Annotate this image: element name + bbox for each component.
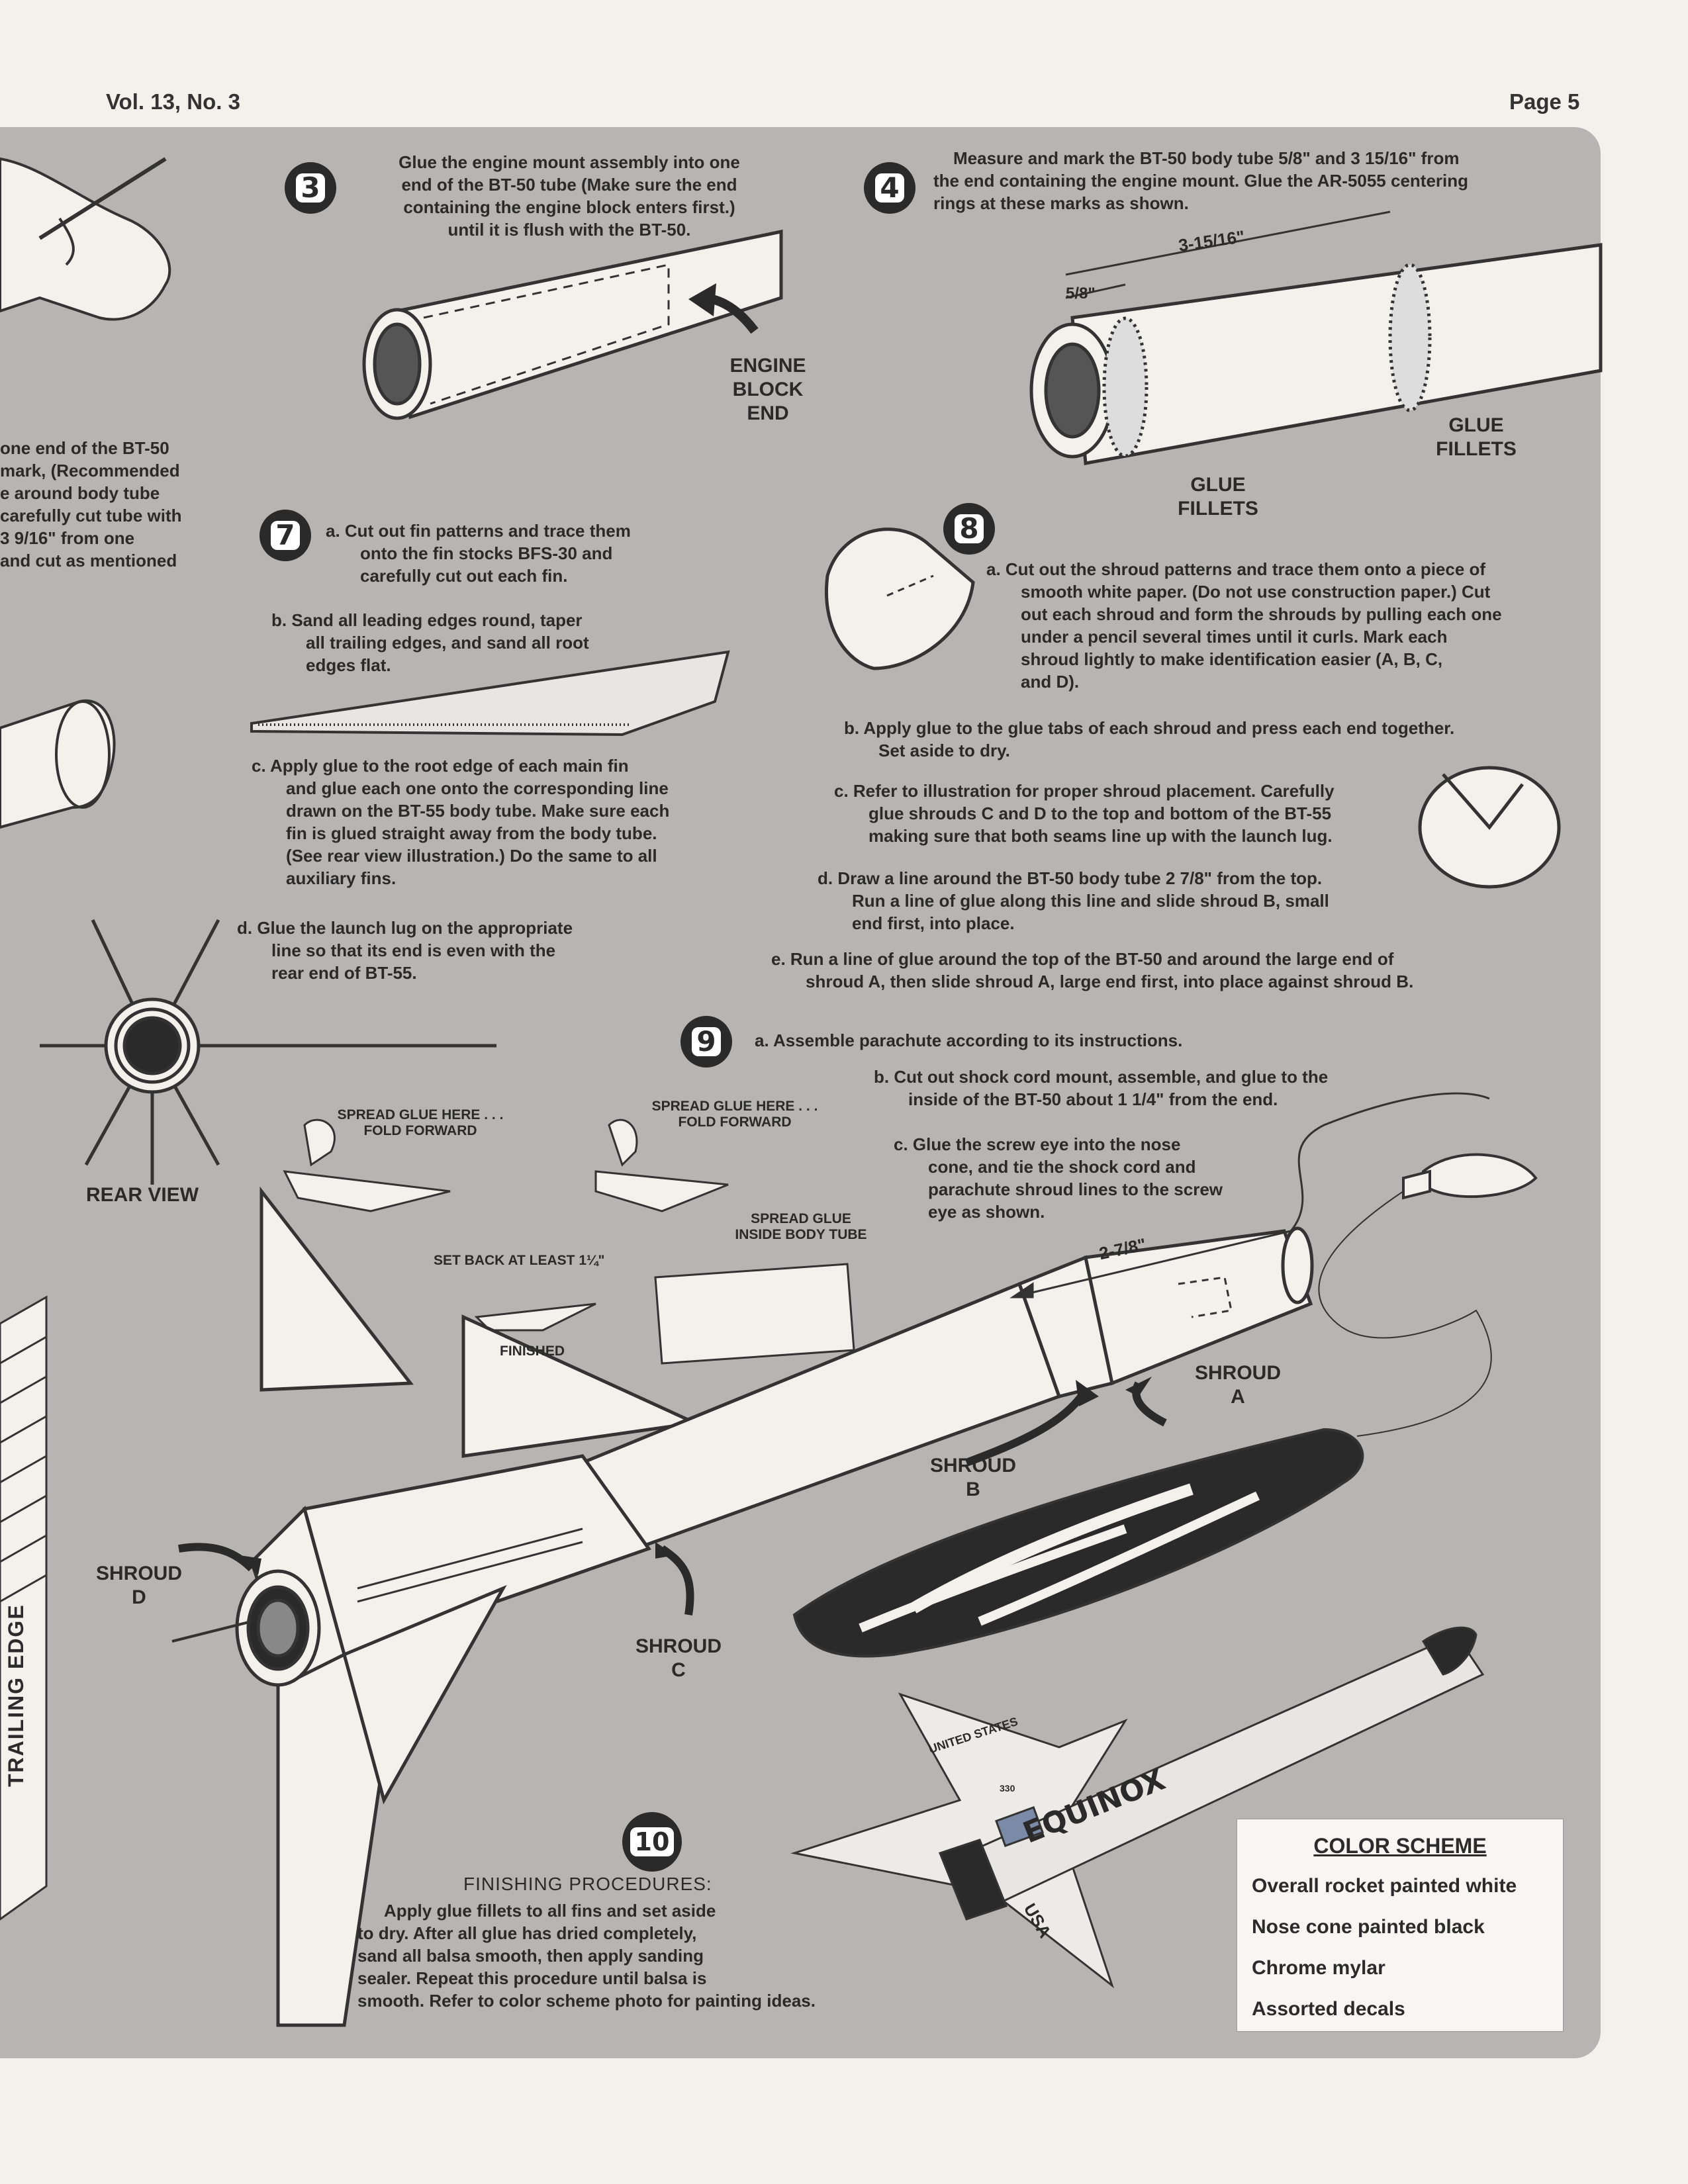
step-4-badge: 4 [864,162,915,214]
fin-profile [250,650,730,737]
callout-arrows [178,1377,1167,1615]
step-8e-text: e. Run a line of glue around the top of … [771,949,1414,991]
color-scheme-item: Assorted decals [1252,1998,1405,2020]
step-8c-text: c. Refer to illustration for proper shro… [834,781,1335,846]
step-8b-text: b. Apply glue to the glue tabs of each s… [844,718,1455,760]
finished-label: FINISHED [500,1343,565,1359]
fold-glue-diagrams [283,1118,855,1365]
step-3-badge: 3 [285,162,336,214]
rear-view-label: REAR VIEW [86,1184,199,1206]
fragment-line: e around body tube [0,483,160,503]
page-number: Page 5 [1509,89,1580,114]
step-8-badge: 8 [943,503,995,555]
color-scheme-item: Nose cone painted black [1252,1916,1485,1938]
step-9-badge: 9 [680,1016,732,1068]
finishing-procedures-title: FINISHING PROCEDURES: [463,1874,712,1894]
step-4-text: Measure and mark the BT-50 body tube 5/8… [933,148,1469,213]
color-scheme-title: COLOR SCHEME [1313,1834,1487,1858]
step-7-badge: 7 [259,510,311,561]
engine-mount-tube [362,229,783,420]
color-scheme-item: Overall rocket painted white [1252,1875,1517,1897]
fragment-line: carefully cut tube with [0,506,182,525]
dimension-5-8: 5/8" [1066,285,1096,302]
model-code-decal: 330 [1000,1783,1015,1794]
color-scheme-item: Chrome mylar [1252,1957,1385,1979]
dimension-2-7-8 [1009,1230,1291,1298]
curled-shroud-pattern [825,527,975,670]
shroud-cone [1418,766,1561,889]
trailing-edge-label: TRAILING EDGE [4,1604,28,1787]
left-tube-fragment [0,699,116,829]
left-fragment-text: one end of the BT-50 mark, (Recommended … [0,437,225,572]
set-back-label: SET BACK AT LEAST 1¼" [434,1253,605,1268]
color-scheme-box: COLOR SCHEME Overall rocket painted whit… [1237,1819,1564,2032]
step-9b-text: b. Cut out shock cord mount, assemble, a… [874,1067,1329,1109]
trailing-edge-strip [0,1295,48,1921]
hand-illustration [0,157,171,321]
fragment-line: and cut as mentioned [0,551,177,570]
step-8d-text: d. Draw a line around the BT-50 body tub… [818,868,1329,933]
fragment-line: mark, (Recommended [0,461,180,480]
step-8a-text: a. Cut out the shroud patterns and trace… [986,559,1502,692]
spread-glue-label-1: SPREAD GLUE HERE . . .FOLD FORWARD [337,1107,504,1138]
volume-number: Vol. 13, No. 3 [106,89,240,114]
painted-rocket-photo [790,1626,1485,1989]
step-10-badge: 10 [622,1812,682,1872]
fragment-line: 3 9/16" from one [0,528,135,548]
nose-cone-parachute [792,1092,1538,1658]
step-10-text: Apply glue fillets to all fins and set a… [357,1901,816,2011]
step-9a-text: a. Assemble parachute according to its i… [755,1030,1183,1050]
step-7c-text: c. Apply glue to the root edge of each m… [252,756,670,888]
rear-view-diagram [40,919,496,1185]
rocket-assembly [171,1186,1314,2027]
step-7d-text: d. Glue the launch lug on the appropriat… [237,918,573,983]
centering-rings-tube [1029,210,1603,465]
spread-glue-label-2: SPREAD GLUE HERE . . .FOLD FORWARD [651,1099,818,1130]
fragment-line: one end of the BT-50 [0,438,169,458]
